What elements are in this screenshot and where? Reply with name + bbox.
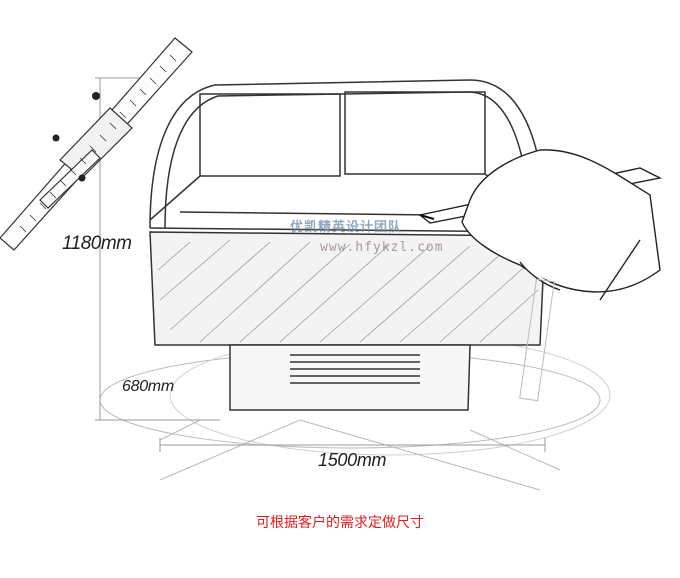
caliper-ticks: [19, 54, 177, 233]
cabinet-body: [149, 231, 546, 346]
depth-dimension-label: 680mm: [122, 378, 174, 395]
pencil-tip: [419, 214, 435, 220]
width-dimension-label: 1500mm: [318, 450, 387, 470]
background-ruler-right: [519, 278, 555, 402]
height-dimension-label: 1180mm: [62, 233, 132, 254]
hand-with-pencil: [418, 149, 663, 301]
custom-size-caption: 可根据客户的需求定做尺寸: [256, 515, 424, 531]
watermark-brand: 优凯精英设计团队: [290, 220, 403, 235]
watermark-url: www.hfykzl.com: [320, 240, 444, 255]
caliper-knobs: [52, 92, 100, 182]
caliper-ruler: [0, 37, 193, 251]
cabinet-base: [229, 344, 471, 411]
